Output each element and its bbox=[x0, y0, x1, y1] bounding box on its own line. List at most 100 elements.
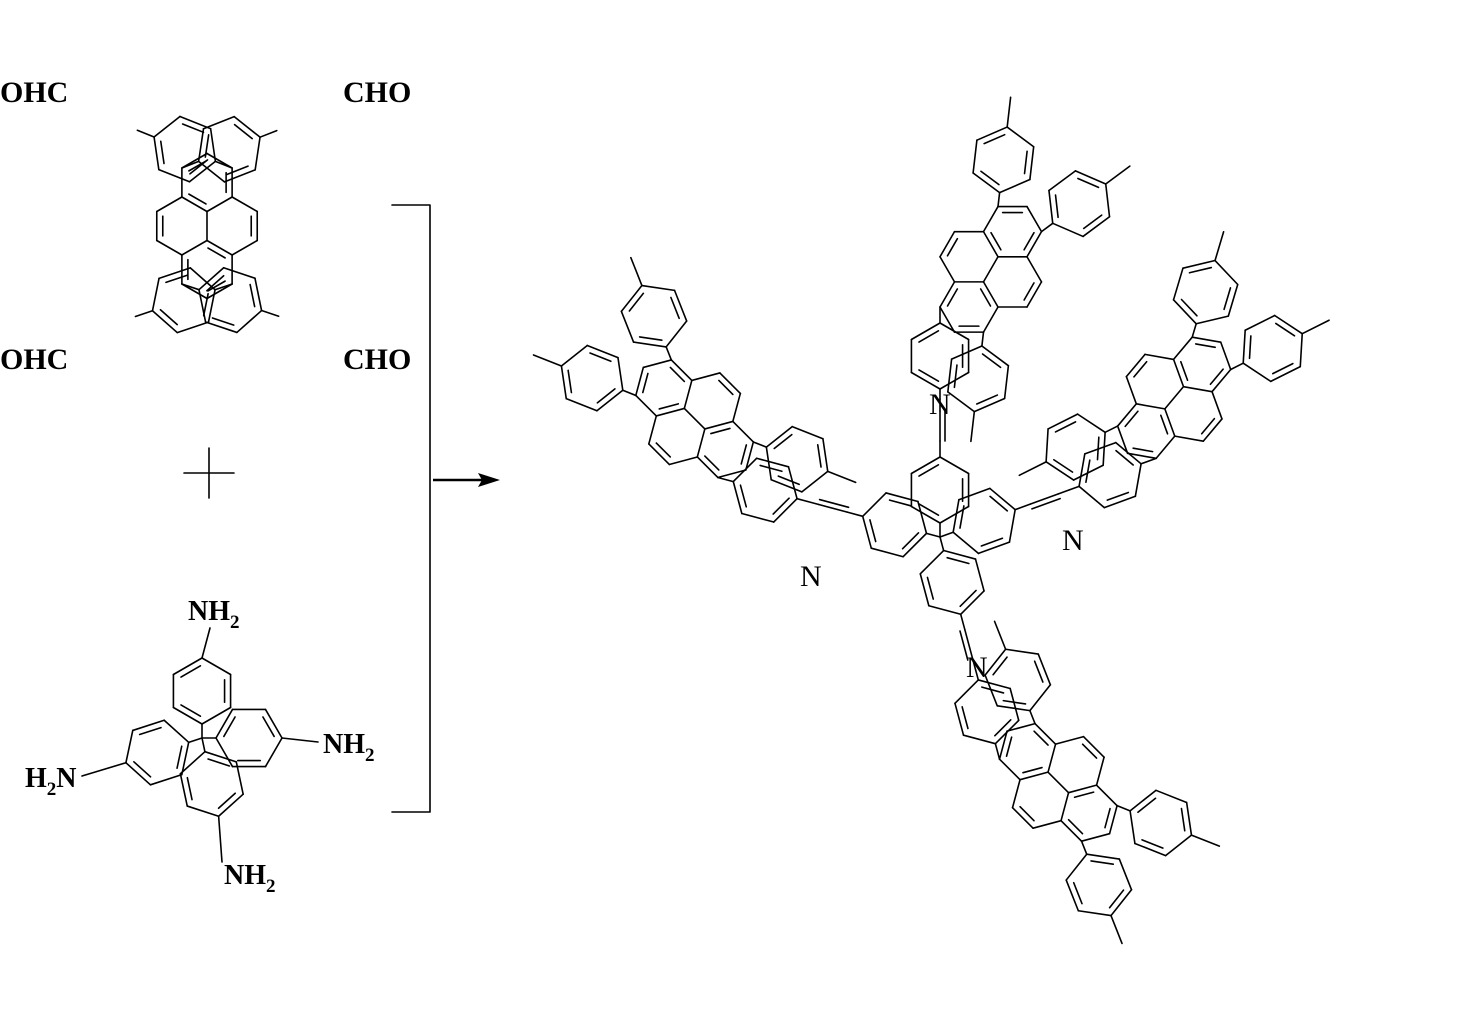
aryl-pyrene-bond bbox=[994, 742, 1001, 760]
ring-bond bbox=[885, 492, 919, 503]
methyl-bond bbox=[970, 410, 976, 443]
aryl-pyrene-bond bbox=[717, 476, 735, 483]
ring-bond bbox=[947, 358, 953, 393]
pyrene-bond bbox=[683, 379, 693, 410]
ring-bond bbox=[1045, 461, 1075, 481]
pyrene-tetraaldehyde-structure bbox=[134, 115, 280, 334]
ring-double-bond bbox=[670, 296, 680, 320]
ring-bond bbox=[151, 309, 179, 334]
ring-bond bbox=[179, 115, 212, 130]
ring-bond bbox=[1072, 464, 1104, 481]
pyrene-double-bond bbox=[1081, 743, 1098, 759]
ring-double-bond bbox=[211, 317, 235, 326]
pyrene-bond bbox=[1019, 771, 1049, 781]
pyrene-bond bbox=[939, 281, 956, 308]
aryl-link-bond bbox=[1029, 709, 1036, 725]
pyrene-double-bond bbox=[1033, 730, 1049, 746]
ring-bond bbox=[928, 604, 962, 616]
amine-bond bbox=[201, 627, 211, 659]
ring-double-bond bbox=[1115, 449, 1134, 466]
ring-bond bbox=[958, 487, 991, 501]
aldehyde-bond bbox=[259, 129, 278, 138]
ring-bond bbox=[919, 573, 930, 607]
pyrene-bond bbox=[1172, 358, 1185, 388]
pyrene-double-bond bbox=[1067, 818, 1084, 835]
aryl-link-bond bbox=[981, 331, 985, 347]
ring-bond bbox=[1076, 413, 1106, 434]
pyrene-bond bbox=[206, 239, 233, 256]
ring-double-bond bbox=[589, 352, 612, 363]
ring-bond bbox=[870, 547, 904, 558]
ring-double-bond bbox=[959, 505, 965, 529]
ring-bond bbox=[910, 456, 941, 475]
ring-bond bbox=[665, 320, 688, 348]
aryl-link-bond bbox=[1191, 322, 1198, 338]
pyrene-double-bond bbox=[1179, 360, 1189, 382]
ring-double-bond bbox=[992, 656, 1008, 676]
pyrene-bond bbox=[1211, 390, 1223, 420]
aryl-link-bond bbox=[1116, 804, 1131, 812]
pyrene-double-bond bbox=[1200, 417, 1216, 435]
ring-bond bbox=[215, 737, 234, 768]
ring-bond bbox=[741, 512, 775, 523]
aldehyde-bond bbox=[136, 129, 155, 138]
pyrene-bond bbox=[1173, 435, 1205, 442]
ring-bond bbox=[1085, 853, 1121, 860]
ring-bond bbox=[215, 708, 234, 739]
ring-bond bbox=[1045, 428, 1049, 463]
ring-bond bbox=[973, 397, 1006, 413]
pyrene-bond bbox=[181, 283, 208, 300]
reactant-bracket bbox=[391, 204, 431, 813]
pyrene-bond bbox=[1026, 255, 1043, 283]
imine-nitrogen-label-left: N bbox=[800, 560, 822, 593]
pyrene-double-bond bbox=[207, 280, 226, 292]
ring-double-bond bbox=[1137, 797, 1157, 814]
ring-bond bbox=[1029, 145, 1035, 181]
ring-double-bond bbox=[918, 503, 940, 516]
ring-bond bbox=[902, 532, 928, 558]
ring-double-bond bbox=[901, 532, 920, 550]
pyrene-bond bbox=[1126, 452, 1157, 460]
amine-bond bbox=[217, 815, 223, 863]
ring-bond bbox=[1104, 183, 1111, 218]
ring-bond bbox=[1172, 298, 1198, 325]
ring-double-bond bbox=[1054, 194, 1059, 219]
pyrene-bond bbox=[1060, 819, 1083, 842]
ring-bond bbox=[910, 505, 941, 524]
pyrene-bond bbox=[1125, 353, 1146, 378]
ring-double-bond bbox=[1096, 436, 1100, 461]
ring-bond bbox=[254, 136, 261, 171]
ring-bond bbox=[1182, 259, 1216, 269]
pyrene-bond bbox=[1095, 784, 1118, 807]
pyrene-double-bond bbox=[1073, 791, 1095, 799]
ring-bond bbox=[861, 515, 873, 549]
ring-double-bond bbox=[975, 394, 999, 405]
imine-link-bond bbox=[1057, 489, 1071, 495]
pyrene-bond bbox=[1191, 336, 1222, 344]
pyrene-bond bbox=[1080, 832, 1111, 842]
aldehyde-label-bottom-right: CHO bbox=[343, 343, 411, 376]
ring-bond bbox=[765, 425, 794, 448]
aryl-link-bond bbox=[181, 283, 200, 291]
c-n-bond bbox=[959, 613, 966, 631]
ring-double-bond bbox=[946, 556, 970, 565]
ring-bond bbox=[910, 371, 941, 390]
aryl-link-bond bbox=[925, 532, 941, 538]
ring-bond bbox=[1077, 909, 1112, 917]
ring-bond bbox=[179, 750, 206, 775]
ring-double-bond bbox=[217, 792, 237, 810]
ring-bond bbox=[939, 371, 970, 390]
ring-bond bbox=[1118, 858, 1133, 891]
ring-bond bbox=[198, 288, 207, 323]
aldehyde-bond bbox=[260, 309, 280, 318]
plus-sign bbox=[183, 447, 235, 499]
pyrene-bond bbox=[998, 758, 1021, 781]
pyrene-double-bond bbox=[1023, 231, 1035, 251]
ring-bond bbox=[732, 480, 743, 515]
ring-double-bond bbox=[159, 308, 179, 326]
ring-double-bond bbox=[816, 444, 822, 468]
pyrene-double-bond bbox=[188, 193, 207, 205]
aryl-pyrene-bond bbox=[1140, 457, 1157, 465]
ring-bond bbox=[1048, 170, 1077, 192]
